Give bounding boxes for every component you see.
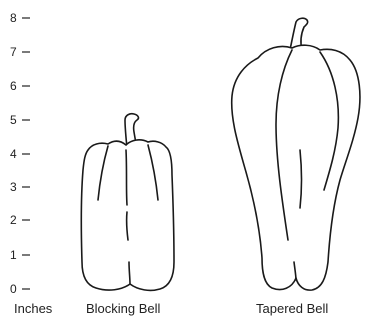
tick-label-2: 2 — [10, 213, 17, 227]
tick-label-0: 0 — [10, 282, 17, 296]
blocking-bell-bottom-crease — [129, 262, 130, 284]
tick-label-6: 6 — [10, 79, 17, 93]
blocking-bell-caption: Blocking Bell — [86, 301, 161, 316]
tapered-bell-body — [232, 45, 360, 290]
tick-label-4: 4 — [10, 147, 17, 161]
blocking-bell-body — [81, 140, 174, 291]
tick-label-8: 8 — [10, 11, 17, 25]
tick-label-1: 1 — [10, 248, 17, 262]
inch-scale: 8 7 6 5 4 3 2 1 0 — [10, 11, 30, 296]
unit-label: Inches — [14, 301, 53, 316]
tapered-bell-pepper-illustration — [232, 18, 360, 290]
tapered-bell-caption: Tapered Bell — [256, 301, 328, 316]
tick-label-7: 7 — [10, 45, 17, 59]
tick-label-3: 3 — [10, 180, 17, 194]
blocking-bell-pepper-illustration — [81, 114, 174, 291]
tick-label-5: 5 — [10, 113, 17, 127]
